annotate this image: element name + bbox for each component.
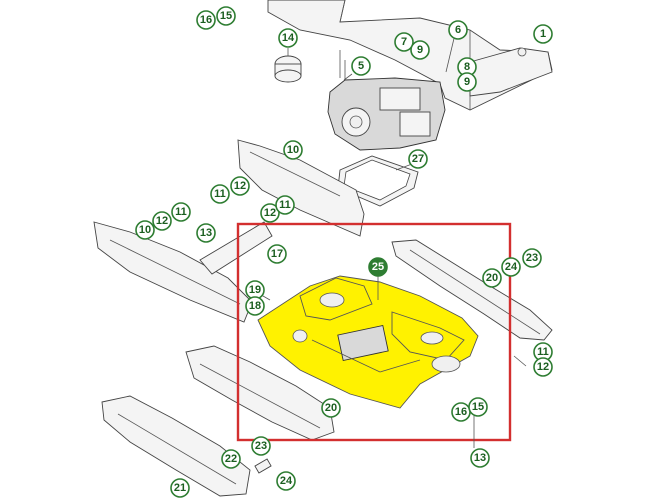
svg-text:9: 9	[464, 76, 470, 88]
callout-24[interactable]: 24	[276, 471, 296, 491]
callout-24[interactable]: 24	[501, 257, 521, 277]
svg-text:13: 13	[474, 452, 486, 464]
svg-text:18: 18	[249, 300, 261, 312]
callout-11[interactable]: 11	[275, 195, 295, 215]
callout-27[interactable]: 27	[408, 149, 428, 169]
svg-text:12: 12	[264, 207, 276, 219]
callout-23[interactable]: 23	[251, 436, 271, 456]
svg-text:25: 25	[372, 261, 384, 273]
svg-text:23: 23	[526, 252, 538, 264]
svg-text:10: 10	[287, 144, 299, 156]
svg-text:12: 12	[234, 180, 246, 192]
callout-12[interactable]: 12	[230, 176, 250, 196]
svg-text:8: 8	[464, 61, 470, 73]
svg-text:19: 19	[249, 284, 261, 296]
callout-11[interactable]: 11	[171, 202, 191, 222]
svg-text:16: 16	[455, 406, 467, 418]
callout-21[interactable]: 21	[170, 478, 190, 498]
svg-text:20: 20	[325, 402, 337, 414]
callout-10[interactable]: 10	[135, 220, 155, 240]
engine-unit	[327, 50, 446, 151]
svg-text:6: 6	[455, 24, 461, 36]
callout-15[interactable]: 15	[216, 6, 236, 26]
right-top-bracket	[469, 47, 553, 97]
svg-text:20: 20	[486, 272, 498, 284]
svg-text:11: 11	[279, 199, 291, 211]
svg-text:5: 5	[358, 60, 364, 72]
svg-text:17: 17	[271, 248, 283, 260]
svg-text:16: 16	[200, 14, 212, 26]
callout-13[interactable]: 13	[470, 448, 490, 468]
highlighted-main-frame	[257, 275, 479, 409]
callout-13[interactable]: 13	[196, 223, 216, 243]
svg-text:11: 11	[214, 188, 226, 200]
lower-track-rear	[101, 395, 251, 497]
callout-14[interactable]: 14	[278, 28, 298, 48]
callout-6[interactable]: 6	[448, 20, 468, 40]
callout-15[interactable]: 15	[468, 397, 488, 417]
callout-23[interactable]: 23	[522, 248, 542, 268]
callout-16[interactable]: 16	[451, 402, 471, 422]
callout-17[interactable]: 17	[267, 244, 287, 264]
svg-text:13: 13	[200, 227, 212, 239]
callout-20[interactable]: 20	[482, 268, 502, 288]
svg-text:12: 12	[537, 361, 549, 373]
right-skid-rail	[391, 239, 553, 341]
svg-text:24: 24	[505, 261, 518, 273]
frame-gasket	[337, 155, 419, 207]
callout-20[interactable]: 20	[321, 398, 341, 418]
callout-7[interactable]: 7	[394, 32, 414, 52]
rail-bracket	[199, 221, 273, 275]
svg-text:9: 9	[417, 44, 423, 56]
callout-5[interactable]: 5	[351, 56, 371, 76]
callout-9[interactable]: 9	[410, 40, 430, 60]
svg-text:10: 10	[139, 224, 151, 236]
callout-9[interactable]: 9	[457, 72, 477, 92]
callout-11[interactable]: 11	[210, 184, 230, 204]
svg-text:24: 24	[280, 475, 293, 487]
callout-12[interactable]: 12	[152, 211, 172, 231]
svg-text:27: 27	[412, 153, 424, 165]
svg-text:12: 12	[156, 215, 168, 227]
lower-side-rail	[93, 221, 253, 323]
svg-text:23: 23	[255, 440, 267, 452]
svg-text:21: 21	[174, 482, 186, 494]
svg-text:15: 15	[472, 401, 484, 413]
callout-25-highlighted[interactable]: 25	[368, 257, 388, 277]
callout-12[interactable]: 12	[260, 203, 280, 223]
svg-text:1: 1	[540, 28, 546, 40]
svg-text:11: 11	[175, 206, 187, 218]
callout-16[interactable]: 16	[196, 10, 216, 30]
svg-text:22: 22	[225, 453, 237, 465]
callout-19[interactable]: 19	[245, 280, 265, 300]
bottom-bolt	[254, 458, 272, 474]
svg-text:15: 15	[220, 10, 232, 22]
engine-mount	[274, 55, 302, 83]
callout-18[interactable]: 18	[245, 296, 265, 316]
callout-10[interactable]: 10	[283, 140, 303, 160]
svg-text:11: 11	[537, 346, 549, 358]
svg-text:14: 14	[282, 32, 295, 44]
callout-1[interactable]: 1	[533, 24, 553, 44]
callout-22[interactable]: 22	[221, 449, 241, 469]
selection-box	[236, 222, 512, 442]
svg-text:7: 7	[401, 36, 407, 48]
callout-12[interactable]: 12	[533, 357, 553, 377]
